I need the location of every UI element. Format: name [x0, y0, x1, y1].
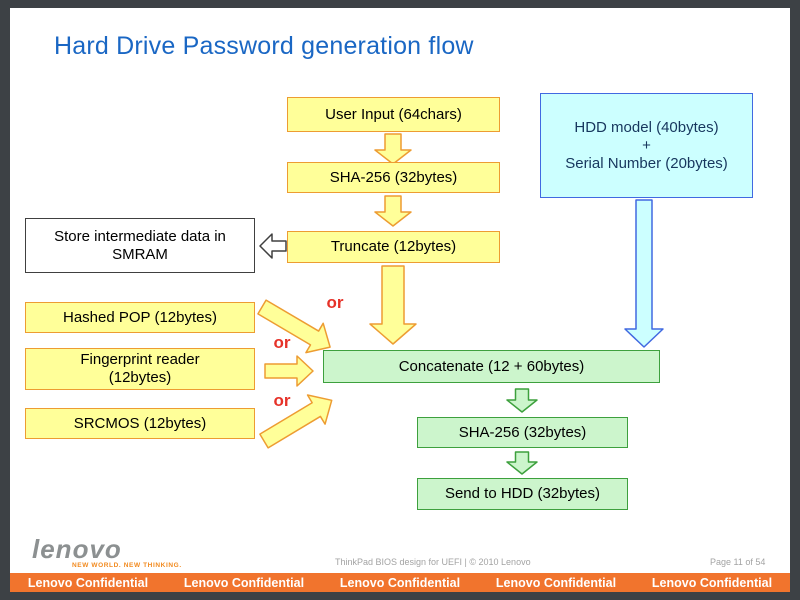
node-user-input-label: User Input (64chars)	[325, 105, 462, 123]
node-hdd-line1: HDD model (40bytes)	[574, 118, 719, 136]
arrow-truncate-to-concatenate-icon	[369, 265, 417, 345]
or-label-3: or	[273, 391, 291, 410]
node-hashed-pop-label: Hashed POP (12bytes)	[63, 308, 217, 326]
node-fingerprint: Fingerprint reader (12bytes)	[25, 348, 255, 390]
node-send-to-hdd: Send to HDD (32bytes)	[417, 478, 628, 510]
node-srcmos-label: SRCMOS (12bytes)	[73, 414, 207, 432]
node-hdd-line3: Serial Number (20bytes)	[565, 154, 728, 172]
node-sha256-bottom-label: SHA-256 (32bytes)	[458, 423, 587, 441]
node-smram-line1: Store intermediate data in	[54, 227, 226, 245]
slide-title: Hard Drive Password generation flow	[54, 32, 474, 60]
node-srcmos: SRCMOS (12bytes)	[25, 408, 255, 439]
arrow-sha-to-truncate-icon	[374, 195, 412, 227]
flow-arrows	[257, 133, 664, 475]
arrow-srcmos-to-concatenate-icon	[259, 394, 333, 449]
slide: Hard Drive Password generation flow User…	[10, 8, 790, 592]
page-indicator: Page 11 of 54	[710, 557, 766, 567]
confidential-label: Lenovo Confidential	[651, 575, 773, 590]
arrow-truncate-to-smram-icon	[259, 233, 287, 259]
node-sha256-bottom: SHA-256 (32bytes)	[417, 417, 628, 448]
node-truncate: Truncate (12bytes)	[287, 231, 500, 263]
node-smram-line2: SMRAM	[112, 245, 168, 263]
node-fingerprint-line2: (12bytes)	[108, 369, 172, 386]
arrow-user-input-to-sha-icon	[374, 133, 412, 165]
confidential-label: Lenovo Confidential	[339, 575, 461, 590]
lenovo-logo: lenovo	[32, 534, 122, 564]
node-fingerprint-line1: Fingerprint reader	[80, 351, 200, 368]
arrow-fingerprint-to-concatenate-icon	[264, 355, 314, 387]
node-truncate-label: Truncate (12bytes)	[330, 238, 457, 255]
arrow-sha-to-send-icon	[506, 451, 538, 475]
node-smram: Store intermediate data in SMRAM	[25, 218, 255, 273]
node-hdd-model: HDD model (40bytes) + Serial Number (20b…	[540, 93, 753, 198]
confidential-label: Lenovo Confidential	[495, 575, 617, 590]
confidential-bar: Lenovo Confidential Lenovo Confidential …	[10, 573, 790, 592]
footer-doc-info: ThinkPad BIOS design for UEFI | © 2010 L…	[335, 557, 531, 567]
confidential-label: Lenovo Confidential	[27, 575, 149, 590]
node-sha256-top-label: SHA-256 (32bytes)	[329, 168, 458, 186]
node-concatenate-label: Concatenate (12 + 60bytes)	[398, 357, 585, 375]
node-concatenate: Concatenate (12 + 60bytes)	[323, 350, 660, 383]
node-hashed-pop: Hashed POP (12bytes)	[25, 302, 255, 333]
confidential-label: Lenovo Confidential	[183, 575, 305, 590]
or-label-1: or	[326, 293, 344, 312]
arrow-hdd-to-concatenate-icon	[624, 199, 664, 348]
or-label-2: or	[273, 333, 291, 352]
arrow-concatenate-to-sha-icon	[506, 388, 538, 413]
arrow-hashed-pop-to-concatenate-icon	[257, 299, 331, 354]
lenovo-tagline: NEW WORLD. NEW THINKING.	[72, 562, 182, 569]
node-hdd-line2: +	[642, 136, 651, 154]
node-send-to-hdd-label: Send to HDD (32bytes)	[444, 485, 601, 502]
node-sha256-top: SHA-256 (32bytes)	[287, 162, 500, 193]
node-user-input: User Input (64chars)	[287, 97, 500, 132]
